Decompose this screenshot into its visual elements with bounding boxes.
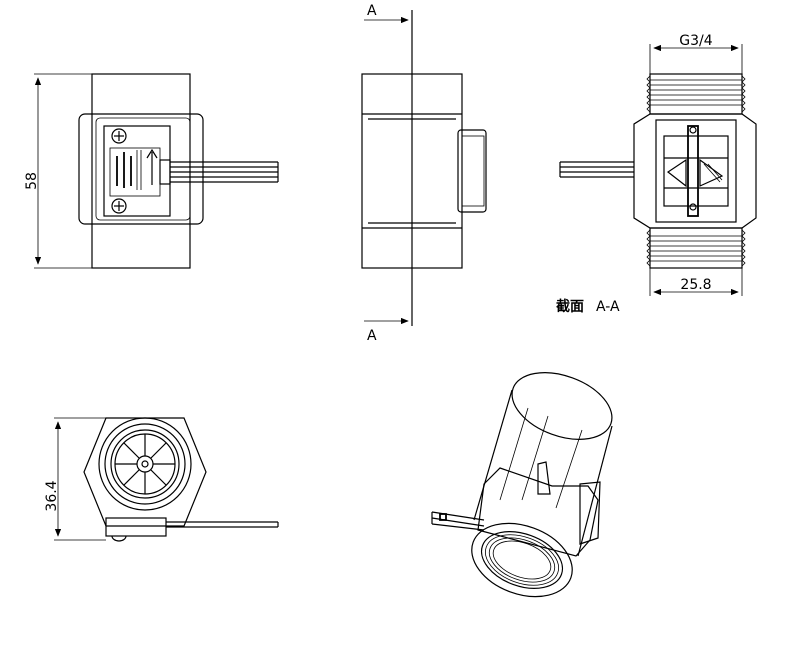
section-marker-top: A [367,3,377,19]
section-cable [559,161,634,178]
end-outer-ring [98,417,192,511]
iso-inner-thread [492,540,552,580]
dim-thread-label: G3/4 [679,33,712,49]
section-caption-cjk: 截面 [556,298,584,315]
rotor-section [663,125,729,217]
rotor-shaft [687,125,699,217]
thread-bottom [649,227,743,269]
dim-length-label: 58 [24,172,40,190]
front-cable [159,159,279,185]
isometric-view [431,372,613,598]
dim-height-label: 36.4 [44,480,60,511]
dimension-length: 58 [24,73,92,269]
section-view: G3/4 25.8 截面 A-A [556,33,757,315]
section-body [633,113,757,229]
label-text-marks [116,150,142,190]
impeller-icon [114,433,176,495]
end-inner-ring [110,429,180,499]
front-hex-flange [78,113,204,225]
side-sensor-housing [457,129,487,213]
iso-hex-flange [477,467,599,557]
flow-arrow-icon [146,148,158,185]
front-inner-flange [95,117,191,221]
iso-cable [431,511,485,531]
dimension-body-width: 25.8 [649,268,743,296]
section-caption-ref: A-A [596,299,620,315]
section-line [364,10,413,326]
end-view: 36.4 [44,417,279,542]
dimension-height: 36.4 [44,417,106,541]
iso-bottom-ellipse [471,522,573,598]
iso-sensor-housing [579,481,601,545]
screw-top-icon [111,128,127,144]
section-marker-bottom: A [367,328,377,344]
end-sensor-base [105,517,167,537]
front-view: 58 [24,73,279,269]
end-cable [166,521,279,528]
iso-top-ellipse [511,372,613,440]
dim-body-width-label: 25.8 [680,277,711,293]
screw-bottom-icon [111,198,127,214]
thread-top [649,73,743,115]
side-view: A A [361,3,487,344]
dimension-thread: G3/4 [649,33,743,74]
end-hex-outline [83,417,207,527]
